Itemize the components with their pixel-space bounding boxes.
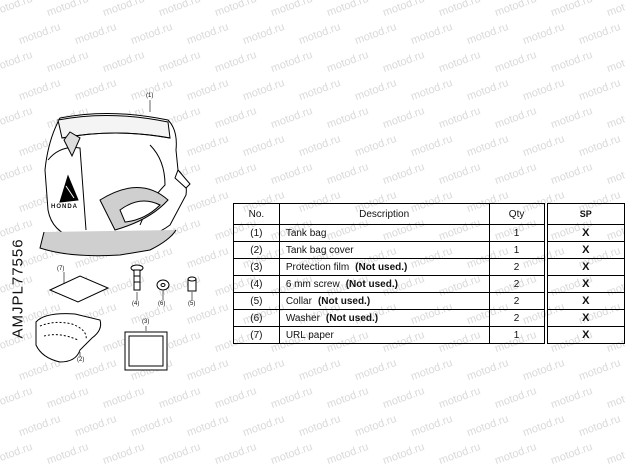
cell-sp: X [546, 275, 625, 293]
label-5: (5) [188, 301, 196, 307]
cell-description: Tank bag cover [278, 241, 490, 259]
cell-no: (7) [233, 326, 280, 344]
cell-qty: 1 [488, 326, 545, 344]
header-description: Description [278, 203, 490, 225]
header-sp: SP [546, 203, 625, 225]
url-paper-drawing [48, 275, 110, 303]
cell-no: (3) [233, 258, 280, 276]
cell-description: Protection film (Not used.) [278, 258, 490, 276]
cell-sp: X [546, 326, 625, 344]
description-text: Collar [285, 295, 312, 307]
cell-qty: 2 [488, 309, 545, 327]
header-qty: Qty [488, 203, 545, 225]
cell-description: Collar (Not used.) [278, 292, 490, 310]
description-text: 6 mm screw [285, 278, 340, 290]
description-text: Protection film [285, 261, 350, 273]
cell-sp: X [546, 309, 625, 327]
description-text: URL paper [285, 329, 334, 341]
cell-qty: 2 [488, 258, 545, 276]
description-note: (Not used.) [325, 312, 379, 324]
tank-bag-cover-drawing [35, 313, 102, 363]
description-note: (Not used.) [345, 278, 398, 290]
cell-qty: 1 [488, 241, 545, 259]
cell-description: Tank bag [278, 224, 490, 242]
description-text: Tank bag [285, 227, 327, 239]
label-3: (3) [142, 319, 150, 325]
label-4: (4) [132, 301, 140, 307]
label-1: (1) [146, 93, 154, 99]
cell-sp: X [546, 258, 625, 276]
honda-logo-text: HONDA [51, 204, 78, 210]
cell-sp: X [546, 241, 625, 259]
cell-description: Washer (Not used.) [278, 309, 490, 327]
cell-no: (1) [233, 224, 280, 242]
label-2: (2) [77, 357, 85, 363]
cell-description: 6 mm screw (Not used.) [278, 275, 490, 293]
cell-description: URL paper [278, 326, 490, 344]
cell-no: (4) [233, 275, 280, 293]
cell-sp: X [546, 224, 625, 242]
label-7: (7) [57, 266, 65, 272]
description-text: Washer [285, 312, 320, 324]
description-note: (Not used.) [317, 295, 371, 307]
cell-no: (5) [233, 292, 280, 310]
screw-drawing [130, 264, 144, 291]
description-text: Tank bag cover [285, 244, 354, 256]
cell-qty: 2 [488, 275, 545, 293]
cell-no: (2) [233, 241, 280, 259]
table-header-row: No. Description Qty SP [233, 203, 625, 225]
washer-drawing [156, 279, 170, 291]
protection-film-drawing [124, 331, 168, 371]
label-6: (6) [158, 301, 166, 307]
description-note: (Not used.) [355, 261, 408, 273]
header-no: No. [233, 203, 280, 225]
cell-qty: 2 [488, 292, 545, 310]
cell-sp: X [546, 292, 625, 310]
cell-qty: 1 [488, 224, 545, 242]
cell-no: (6) [233, 309, 280, 327]
tank-bag-drawing [39, 112, 191, 257]
collar-drawing [187, 276, 197, 292]
